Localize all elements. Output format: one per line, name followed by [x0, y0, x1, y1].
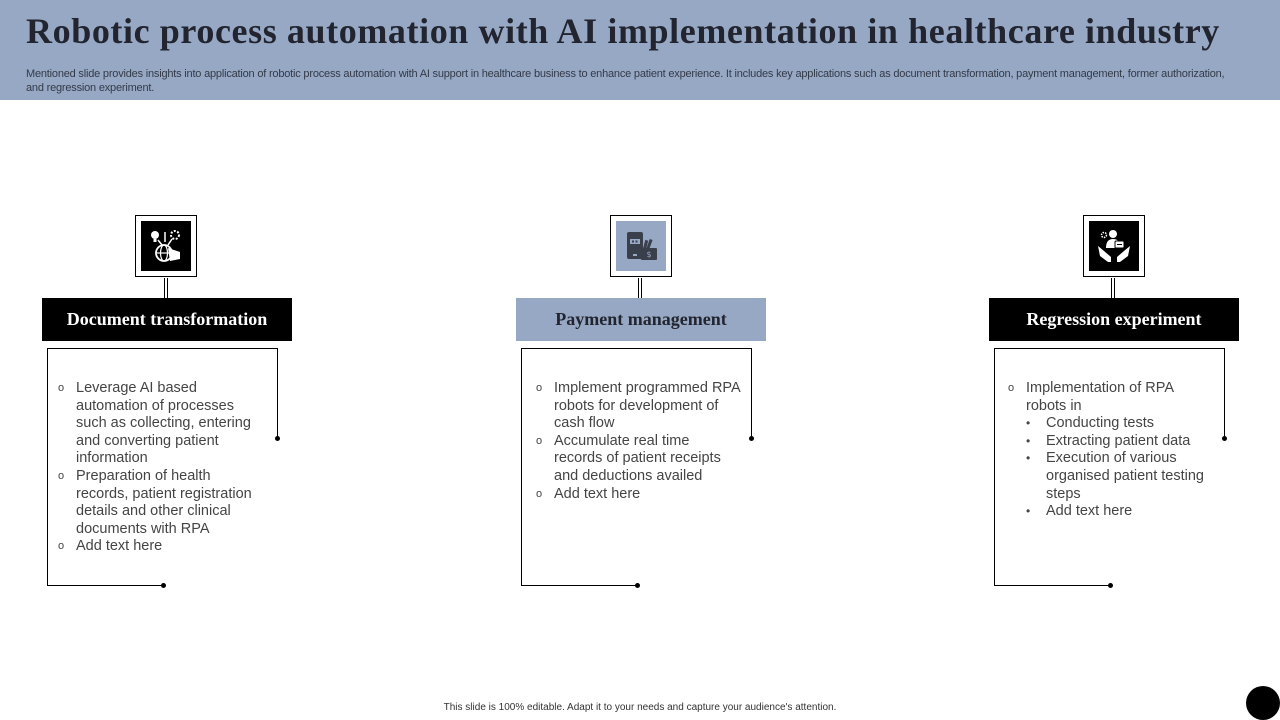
box-bottom-border: [521, 585, 637, 586]
list-item: o Add text here: [536, 486, 741, 504]
patient-care-hands-icon: [1089, 221, 1139, 271]
sub-list-item-text: Add text here: [1046, 503, 1133, 520]
box-bottom-border: [47, 585, 163, 586]
list-item: o Implement programmed RPA robots for dev…: [536, 380, 741, 433]
document-transformation-list: o Leverage AI based automation of process…: [58, 380, 263, 556]
connector-dot: [1108, 583, 1113, 588]
bullet: o: [536, 487, 543, 500]
list-item-text: Add text here: [554, 485, 641, 502]
bullet: o: [1008, 382, 1015, 394]
footer-note: This slide is 100% editable. Adapt it to…: [443, 702, 837, 713]
sub-list-item: • Extracting patient data: [1026, 433, 1213, 451]
connector-dot: [749, 436, 754, 441]
sub-list-item-text: Execution of various organised patient t…: [1046, 450, 1204, 502]
bullet: o: [58, 540, 65, 553]
title-banner: Robotic process automation with AI imple…: [0, 0, 1280, 100]
payment-management-icon-frame: $: [610, 215, 672, 277]
list-item-text: Add text here: [76, 538, 163, 555]
box-top-border: [994, 348, 1225, 349]
list-item-text: Leverage AI based automation of processe…: [76, 380, 251, 467]
bullet: •: [1026, 433, 1031, 448]
connector-dot: [635, 583, 640, 588]
box-right-border: [277, 348, 278, 438]
box-left-border: [994, 348, 995, 586]
list-item-text: Preparation of health records, patient r…: [76, 467, 252, 537]
list-item-text: Accumulate real time records of patient …: [554, 432, 721, 484]
box-top-border: [521, 348, 752, 349]
list-item-text: Implement programmed RPA robots for deve…: [554, 380, 740, 432]
sub-list: • Conducting tests • Extracting patient da…: [1026, 415, 1213, 521]
list-item: o Leverage AI based automation of process…: [58, 380, 263, 468]
bullet: o: [58, 469, 65, 482]
connector-dot: [275, 436, 280, 441]
connector-dot: [161, 583, 166, 588]
connector: [164, 278, 168, 298]
sub-list-item-text: Extracting patient data: [1046, 432, 1191, 449]
bullet: •: [1026, 416, 1031, 431]
category-header-regression-experiment: Regression experiment: [989, 298, 1239, 341]
page-title: Robotic process automation with AI imple…: [26, 11, 1220, 51]
box-right-border: [1224, 348, 1225, 438]
connector: [1111, 278, 1115, 298]
svg-text:$: $: [646, 250, 651, 259]
regression-experiment-icon-frame: [1083, 215, 1145, 277]
globe-hand-ideas-gear-icon: [141, 221, 191, 271]
bullet: o: [58, 382, 65, 394]
list-item: o Accumulate real time records of patient…: [536, 433, 741, 486]
page-subtitle: Mentioned slide provides insights into a…: [26, 68, 1225, 94]
corner-circle-decoration: [1246, 686, 1280, 720]
regression-experiment-list: o Implementation of RPA robots in • Conduc…: [1008, 380, 1213, 521]
category-header-document-transformation: Document transformation: [42, 298, 292, 341]
box-bottom-border: [994, 585, 1110, 586]
connector: [638, 278, 642, 298]
list-item: o Add text here: [58, 538, 263, 556]
bullet: o: [536, 434, 543, 447]
sub-list-item-text: Conducting tests: [1046, 415, 1155, 432]
list-item-text: Implementation of RPA robots in: [1026, 380, 1174, 414]
payment-management-list: o Implement programmed RPA robots for dev…: [536, 380, 741, 503]
bullet: •: [1026, 504, 1031, 519]
sub-list-item: • Execution of various organised patient …: [1026, 450, 1213, 503]
box-right-border: [751, 348, 752, 438]
bullet: •: [1026, 451, 1031, 466]
category-header-payment-management: Payment management: [516, 298, 766, 341]
connector-dot: [1222, 436, 1227, 441]
box-left-border: [47, 348, 48, 586]
sub-list-item: • Conducting tests: [1026, 415, 1213, 433]
document-transformation-icon-frame: [135, 215, 197, 277]
sub-list-item: • Add text here: [1026, 503, 1213, 521]
mobile-wallet-payment-icon: $: [616, 221, 666, 271]
list-item: o Implementation of RPA robots in • Conduc…: [1008, 380, 1213, 521]
list-item: o Preparation of health records, patient …: [58, 468, 263, 538]
box-top-border: [47, 348, 278, 349]
box-left-border: [521, 348, 522, 586]
bullet: o: [536, 382, 543, 394]
